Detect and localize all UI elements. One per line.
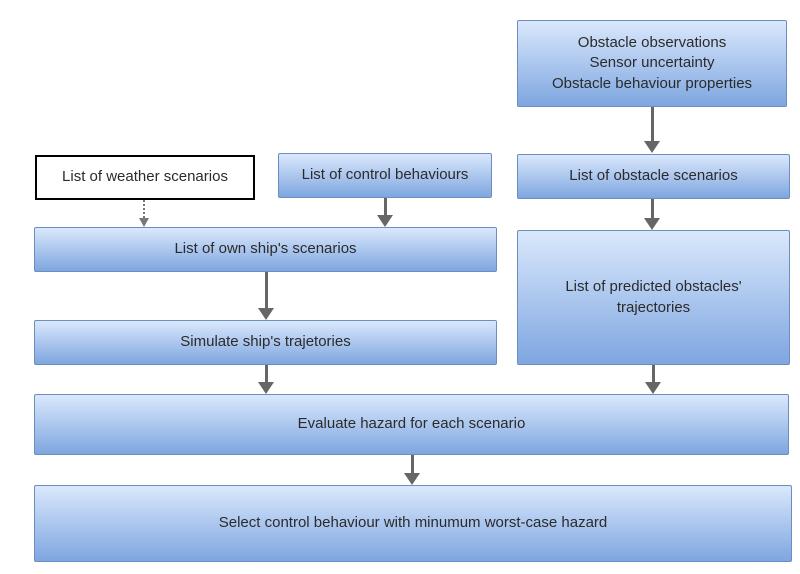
arrow-head-icon: [404, 473, 420, 485]
arrow-weather-to-own-ship-icon: [136, 200, 152, 227]
node-select-behaviour: Select control behaviour with minumum wo…: [34, 485, 792, 562]
arrow-shaft: [651, 365, 655, 382]
arrow-head-icon: [258, 308, 274, 320]
node-obstacle-scenarios: List of obstacle scenarios: [517, 154, 790, 199]
node-evaluate-hazard-label: Evaluate hazard for each scenario: [297, 415, 526, 433]
arrow-shaft: [650, 107, 654, 141]
node-select-behaviour-label: Select control behaviour with minumum wo…: [218, 514, 608, 532]
node-obstacle-inputs-label: Obstacle observations Sensor uncertainty…: [551, 34, 753, 92]
arrow-shaft: [143, 200, 145, 218]
node-control-behaviours: List of control behaviours: [278, 153, 492, 198]
arrow-head-icon: [644, 218, 660, 230]
node-predicted-trajectories: List of predicted obstacles' trajectorie…: [517, 230, 790, 365]
arrow-shaft: [650, 199, 654, 218]
arrow-head-icon: [645, 382, 661, 394]
arrow-evaluate-to-select-icon: [404, 455, 420, 485]
arrow-own-ship-to-simulate-icon: [258, 272, 274, 320]
arrow-head-icon: [139, 218, 149, 227]
arrow-head-icon: [258, 382, 274, 394]
arrow-shaft: [383, 198, 387, 215]
arrow-shaft: [264, 272, 268, 308]
arrow-predicted-to-evaluate-icon: [645, 365, 661, 394]
node-weather-scenarios-label: List of weather scenarios: [62, 168, 228, 186]
node-evaluate-hazard: Evaluate hazard for each scenario: [34, 394, 789, 455]
arrow-control-to-own-ship-icon: [377, 198, 393, 227]
node-obstacle-inputs: Obstacle observations Sensor uncertainty…: [517, 20, 787, 107]
arrow-shaft: [410, 455, 414, 473]
arrow-obstacle-inputs-to-obstacle-scenarios-icon: [644, 107, 660, 153]
arrow-shaft: [264, 365, 268, 382]
node-own-ship-scenarios-label: List of own ship's scenarios: [174, 240, 357, 258]
node-simulate-trajectories: Simulate ship's trajetories: [34, 320, 497, 365]
arrow-head-icon: [644, 141, 660, 153]
arrow-head-icon: [377, 215, 393, 227]
node-predicted-trajectories-label: List of predicted obstacles' trajectorie…: [565, 278, 742, 316]
node-obstacle-scenarios-label: List of obstacle scenarios: [569, 167, 738, 185]
arrow-simulate-to-evaluate-icon: [258, 365, 274, 394]
node-weather-scenarios: List of weather scenarios: [35, 155, 255, 200]
node-own-ship-scenarios: List of own ship's scenarios: [34, 227, 497, 272]
node-simulate-trajectories-label: Simulate ship's trajetories: [180, 333, 351, 351]
node-control-behaviours-label: List of control behaviours: [301, 166, 469, 184]
arrow-obstacle-scenarios-to-predicted-icon: [644, 199, 660, 230]
